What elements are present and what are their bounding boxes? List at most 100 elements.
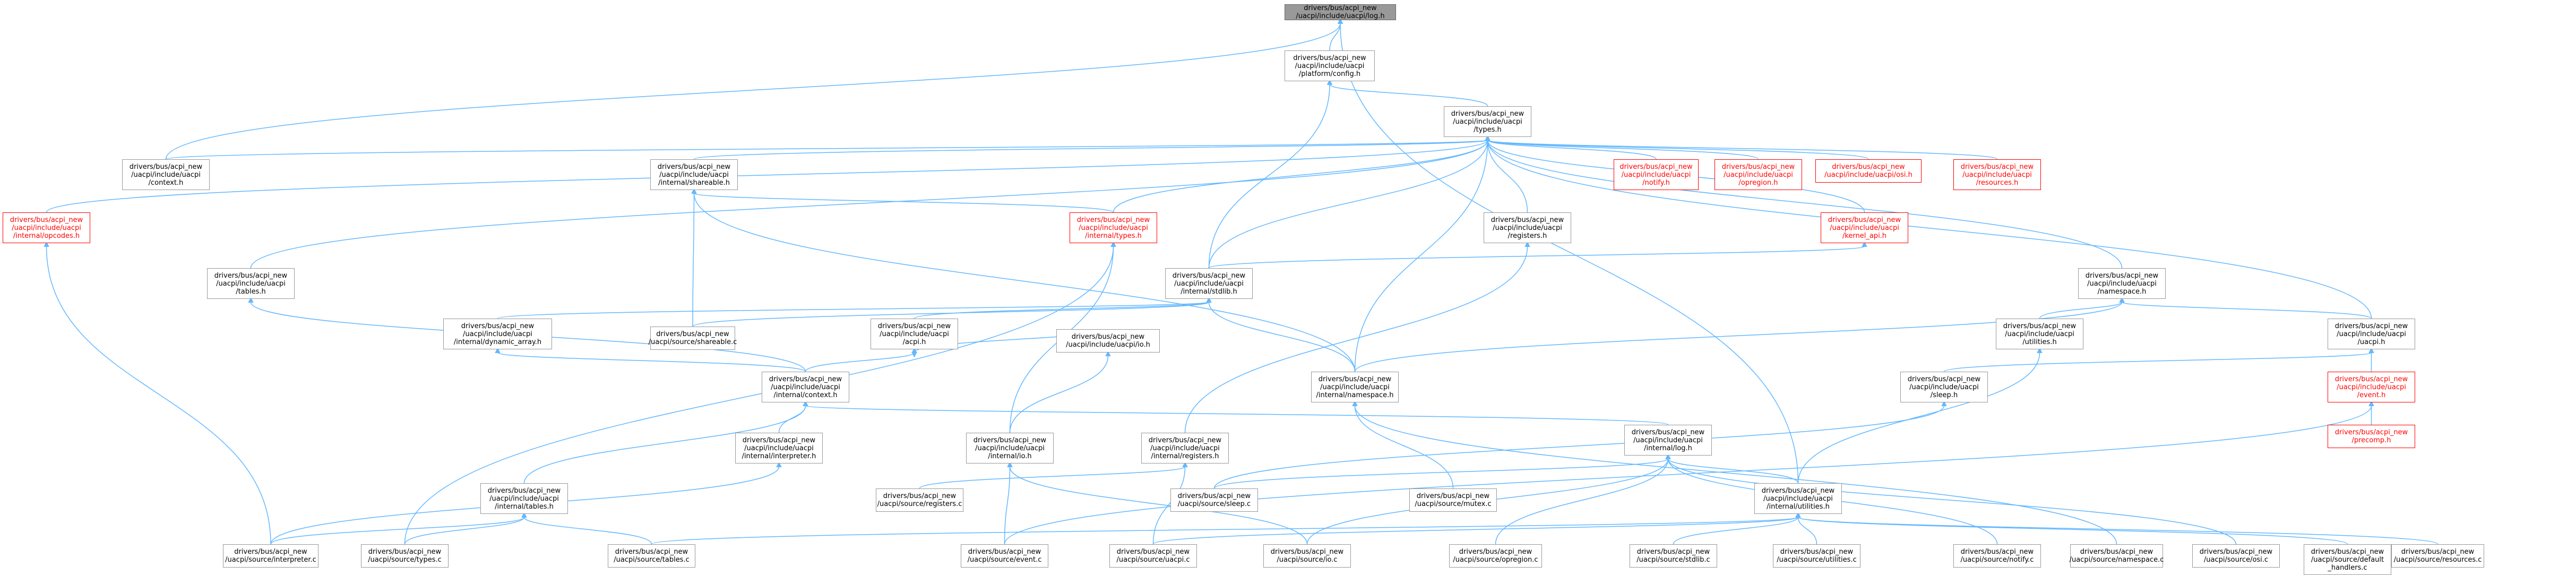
graph-node[interactable]: drivers/bus/acpi_new/uacpi/include/uacpi… xyxy=(1996,319,2083,349)
graph-node[interactable]: drivers/bus/acpi_new/uacpi/include/uacpi… xyxy=(1715,159,1802,190)
edge-line xyxy=(495,347,806,372)
node-label-line: drivers/bus/acpi_new xyxy=(1832,163,1905,171)
graph-node[interactable]: drivers/bus/acpi_new/uacpi/include/uacpi… xyxy=(2078,268,2166,299)
graph-node[interactable]: drivers/bus/acpi_new/uacpi/include/uacpi… xyxy=(443,319,552,349)
edge-line xyxy=(1208,241,1867,269)
graph-node[interactable]: drivers/bus/acpi_new/uacpi/source/stdlib… xyxy=(1630,544,1717,568)
edge-line xyxy=(44,241,271,545)
edge-line xyxy=(1665,453,1799,484)
graph-node[interactable]: drivers/bus/acpi_new/uacpi/include/uacpi… xyxy=(207,268,295,299)
edge-line xyxy=(1004,400,2374,545)
graph-node[interactable]: drivers/bus/acpi_new/uacpi/source/regist… xyxy=(876,488,963,512)
graph-node[interactable]: drivers/bus/acpi_new/uacpi/include/uacpi… xyxy=(1165,268,1253,299)
graph-node[interactable]: drivers/bus/acpi_new/uacpi/source/osi.c xyxy=(2192,544,2280,568)
edge-line xyxy=(1208,79,1333,269)
edge-line xyxy=(1206,297,1356,372)
graph-node[interactable]: drivers/bus/acpi_new/uacpi/source/tables… xyxy=(608,544,695,568)
graph-node[interactable]: drivers/bus/acpi_new/uacpi/include/uacpi… xyxy=(2328,372,2415,402)
node-label-line: /uacpi/include/uacpi xyxy=(1830,224,1899,232)
graph-node[interactable]: drivers/bus/acpi_new/uacpi/source/notify… xyxy=(1953,544,2041,568)
graph-node[interactable]: drivers/bus/acpi_new/uacpi/include/uacpi… xyxy=(1285,4,1396,20)
node-label-line: /uacpi/source/interpreter.c xyxy=(225,556,316,564)
edge-line xyxy=(165,135,1491,160)
graph-node[interactable]: drivers/bus/acpi_new/uacpi/include/uacpi… xyxy=(122,159,210,190)
node-label-line: _handlers.c xyxy=(2328,563,2367,572)
node-label-line: drivers/bus/acpi_new xyxy=(1076,216,1150,224)
graph-node[interactable]: drivers/bus/acpi_new/uacpi/include/uacpi… xyxy=(1484,212,1571,243)
node-label-line: drivers/bus/acpi_new xyxy=(1491,216,1564,224)
graph-node[interactable]: drivers/bus/acpi_new/uacpi/include/uacpi… xyxy=(1444,106,1531,137)
graph-node[interactable]: drivers/bus/acpi_new/uacpi/include/uacpi… xyxy=(871,319,958,349)
graph-node[interactable]: drivers/bus/acpi_new/uacpi/source/utilit… xyxy=(1773,544,1860,568)
graph-node[interactable]: drivers/bus/acpi_new/uacpi/include/uacpi… xyxy=(650,159,738,190)
node-label-line: drivers/bus/acpi_new xyxy=(2311,547,2384,556)
node-label-line: drivers/bus/acpi_new xyxy=(1907,375,1981,383)
graph-node[interactable]: drivers/bus/acpi_new/uacpi/include/uacpi… xyxy=(735,433,823,464)
graph-node[interactable]: drivers/bus/acpi_new/uacpi/include/uacpi… xyxy=(966,433,1054,464)
edge-line xyxy=(1485,135,1528,213)
graph-node[interactable]: drivers/bus/acpi_new/uacpi/source/types.… xyxy=(361,544,449,568)
node-label-line: drivers/bus/acpi_new xyxy=(1721,162,1795,171)
node-label-line: /acpi.h xyxy=(902,338,926,346)
graph-node[interactable]: drivers/bus/acpi_new/uacpi/include/uacpi… xyxy=(1056,329,1160,353)
graph-node[interactable]: drivers/bus/acpi_new/uacpi/include/uacpi… xyxy=(1285,50,1375,81)
graph-node[interactable]: drivers/bus/acpi_new/uacpi/include/uacpi… xyxy=(1754,483,1842,514)
node-label-line: drivers/bus/acpi_new xyxy=(1459,548,1532,556)
edge-line xyxy=(1797,347,2043,484)
graph-node[interactable]: drivers/bus/acpi_new/uacpi/source/sleep.… xyxy=(1170,488,1258,512)
graph-node[interactable]: drivers/bus/acpi_new/uacpi/include/uacpi… xyxy=(3,212,90,243)
graph-node[interactable]: drivers/bus/acpi_new/uacpi/include/uacpi… xyxy=(1900,372,1988,402)
node-label-line: /internal/namespace.h xyxy=(1316,391,1394,399)
node-label-line: /uacpi/source/shareable.c xyxy=(648,338,737,346)
node-label-line: /uacpi/include/uacpi xyxy=(1724,170,1793,179)
edge-line xyxy=(1354,297,2125,372)
node-label-line: drivers/bus/acpi_new xyxy=(1828,216,1901,224)
node-label-line: /uacpi/include/uacpi xyxy=(1453,117,1522,126)
graph-node[interactable]: drivers/bus/acpi_new/uacpi/source/defaul… xyxy=(2304,544,2391,575)
graph-node[interactable]: drivers/bus/acpi_new/uacpi/include/uacpi… xyxy=(1070,212,1157,243)
graph-node[interactable]: drivers/bus/acpi_new/precomp.h xyxy=(2328,425,2415,448)
graph-node[interactable]: drivers/bus/acpi_new/uacpi/include/uacpi… xyxy=(762,372,849,402)
node-label-line: drivers/bus/acpi_new xyxy=(2003,322,2077,330)
edge-line xyxy=(1485,135,1998,160)
graph-node[interactable]: drivers/bus/acpi_new/uacpi/include/uacpi… xyxy=(1815,159,1922,183)
graph-node[interactable]: drivers/bus/acpi_new/uacpi/source/resour… xyxy=(2391,544,2484,568)
edge-line xyxy=(1485,135,2372,319)
node-label-line: /platform/config.h xyxy=(1298,70,1361,78)
node-label-line: /uacpi/source/mutex.c xyxy=(1415,500,1492,508)
edge-line xyxy=(521,512,652,545)
graph-node[interactable]: drivers/bus/acpi_new/uacpi/source/uacpi.… xyxy=(1109,544,1197,568)
node-label-line: /internal/tables.h xyxy=(495,502,554,511)
edge-line xyxy=(2119,297,2372,319)
edge-line xyxy=(1943,347,2374,372)
graph-node[interactable]: drivers/bus/acpi_new/uacpi/source/mutex.… xyxy=(1409,488,1497,512)
node-label-line: drivers/bus/acpi_new xyxy=(657,162,731,171)
graph-node[interactable]: drivers/bus/acpi_new/uacpi/source/interp… xyxy=(223,544,318,568)
node-label-line: drivers/bus/acpi_new xyxy=(2085,271,2159,280)
graph-node[interactable]: drivers/bus/acpi_new/uacpi/include/uacpi… xyxy=(1953,159,2041,190)
graph-node[interactable]: drivers/bus/acpi_new/uacpi/include/uacpi… xyxy=(1311,372,1399,402)
graph-node[interactable]: drivers/bus/acpi_new/uacpi/include/uacpi… xyxy=(1624,425,1712,456)
edge-line xyxy=(1485,135,1657,160)
node-label-line: /uacpi/include/uacpi xyxy=(2087,279,2157,288)
edge-line xyxy=(803,400,1669,425)
node-label-line: /internal/io.h xyxy=(988,452,1032,460)
graph-node[interactable]: drivers/bus/acpi_new/uacpi/source/namesp… xyxy=(2070,544,2164,568)
node-label-line: /internal/types.h xyxy=(1085,231,1142,240)
node-label-line: /opregion.h xyxy=(1738,178,1778,187)
edge-line xyxy=(1152,512,1801,545)
graph-node[interactable]: drivers/bus/acpi_new/uacpi/source/event.… xyxy=(961,544,1048,568)
edge-line xyxy=(691,188,1356,372)
node-label-line: drivers/bus/acpi_new xyxy=(973,436,1047,444)
graph-node[interactable]: drivers/bus/acpi_new/uacpi/source/opregi… xyxy=(1449,544,1542,568)
graph-node[interactable]: drivers/bus/acpi_new/uacpi/source/io.c xyxy=(1263,544,1351,568)
graph-node[interactable]: drivers/bus/acpi_new/uacpi/include/uacpi… xyxy=(1614,159,1699,190)
graph-node[interactable]: drivers/bus/acpi_new/uacpi/include/uacpi… xyxy=(1821,212,1908,243)
graph-node[interactable]: drivers/bus/acpi_new/uacpi/source/sharea… xyxy=(648,327,737,350)
node-label-line: drivers/bus/acpi_new xyxy=(1071,333,1145,341)
node-label-line: /uacpi/source/types.c xyxy=(368,556,442,564)
graph-node[interactable]: drivers/bus/acpi_new/uacpi/include/uacpi… xyxy=(1141,433,1229,464)
graph-node[interactable]: drivers/bus/acpi_new/uacpi/include/uacpi… xyxy=(2328,319,2415,349)
node-label-line: /uacpi/source/osi.c xyxy=(2203,556,2269,564)
graph-node[interactable]: drivers/bus/acpi_new/uacpi/include/uacpi… xyxy=(480,483,568,514)
